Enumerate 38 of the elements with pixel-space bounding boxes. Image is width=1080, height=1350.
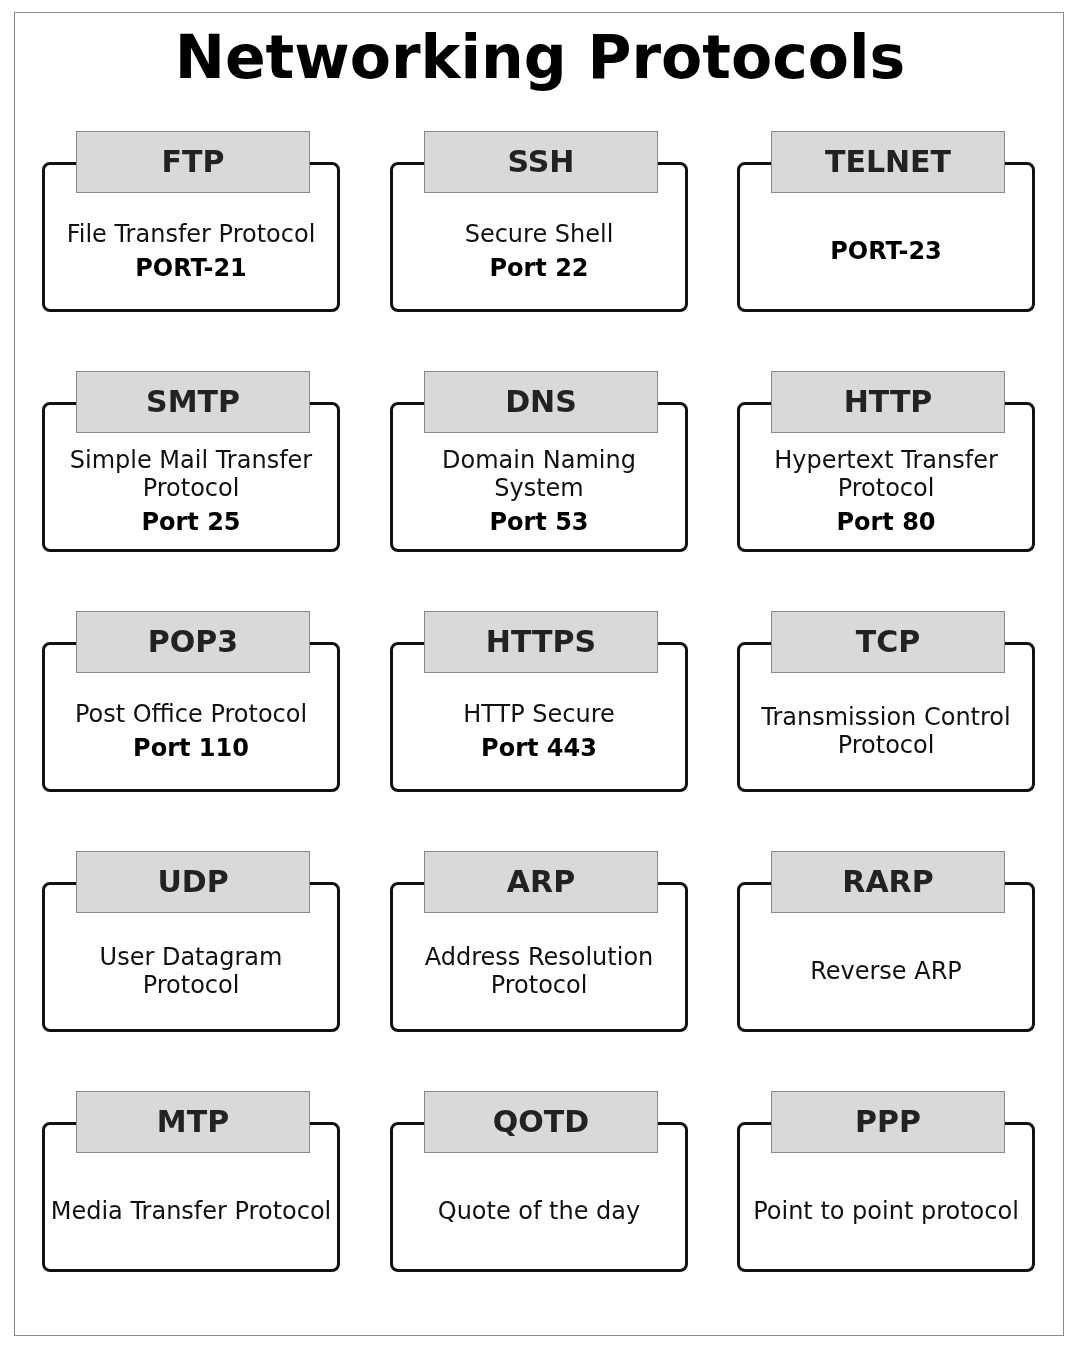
- protocol-name-tab: DNS: [424, 371, 658, 433]
- protocol-description: Media Transfer Protocol: [50, 1197, 332, 1225]
- protocol-description: Secure Shell: [464, 220, 614, 248]
- protocol-name-tab: FTP: [76, 131, 310, 193]
- port-number: PORT-23: [830, 237, 942, 265]
- protocol-description: Domain Naming System: [441, 446, 637, 502]
- protocol-description: Hypertext Transfer Protocol: [773, 446, 999, 502]
- protocol-description: Simple Mail Transfer Protocol: [68, 446, 314, 502]
- protocol-description: Point to point protocol: [753, 1197, 1019, 1225]
- port-number: Port 53: [489, 508, 589, 536]
- port-number: Port 25: [141, 508, 241, 536]
- protocol-name-tab: SSH: [424, 131, 658, 193]
- protocol-name-tab: HTTP: [771, 371, 1005, 433]
- protocol-name-tab: TCP: [771, 611, 1005, 673]
- port-number: Port 80: [836, 508, 936, 536]
- port-number: Port 110: [133, 734, 249, 762]
- port-number: Port 443: [481, 734, 597, 762]
- protocol-description: Transmission Control Protocol: [760, 703, 1012, 759]
- protocol-name-tab: PPP: [771, 1091, 1005, 1153]
- protocol-description: HTTP Secure: [463, 700, 615, 728]
- protocol-name-tab: SMTP: [76, 371, 310, 433]
- protocol-description: File Transfer Protocol: [66, 220, 316, 248]
- port-number: Port 22: [489, 254, 589, 282]
- protocol-name-tab: UDP: [76, 851, 310, 913]
- protocol-name-tab: RARP: [771, 851, 1005, 913]
- protocol-description: Post Office Protocol: [74, 700, 308, 728]
- protocol-description: User Datagram Protocol: [98, 943, 284, 999]
- protocol-description: Quote of the day: [437, 1197, 641, 1225]
- title: Networking Protocols: [174, 22, 906, 92]
- protocol-name-tab: POP3: [76, 611, 310, 673]
- protocol-name-tab: TELNET: [771, 131, 1005, 193]
- protocol-name-tab: QOTD: [424, 1091, 658, 1153]
- port-number: PORT-21: [135, 254, 247, 282]
- protocol-description: Address Resolution Protocol: [423, 943, 655, 999]
- protocol-name-tab: HTTPS: [424, 611, 658, 673]
- protocol-name-tab: ARP: [424, 851, 658, 913]
- protocol-description: Reverse ARP: [810, 957, 962, 985]
- protocol-name-tab: MTP: [76, 1091, 310, 1153]
